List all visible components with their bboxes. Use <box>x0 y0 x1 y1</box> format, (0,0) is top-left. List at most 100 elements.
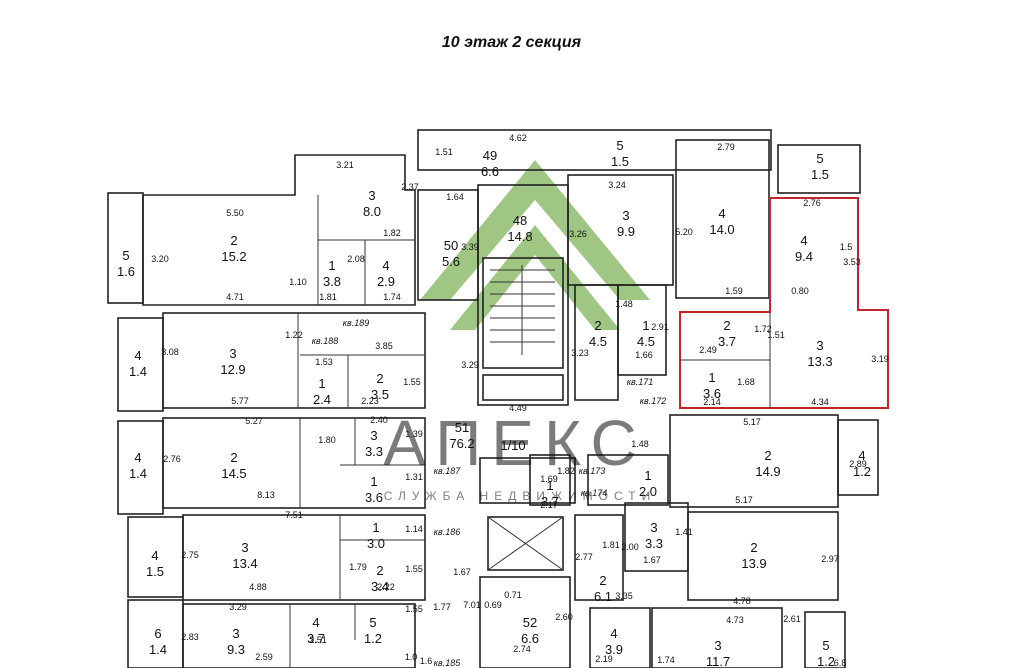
room-area: 6.6 <box>521 631 539 646</box>
dimension-label: 3.21 <box>336 160 354 170</box>
room-number: 5 <box>816 151 823 166</box>
stair-flights-icon <box>490 265 555 355</box>
room-number: 2 <box>376 371 383 386</box>
room-number: 2 <box>764 448 771 463</box>
room-number: 4 <box>134 348 141 363</box>
dimension-label: 1.48 <box>615 299 633 309</box>
room-area: 1.2 <box>817 654 835 668</box>
room-area: 3.7 <box>541 494 559 509</box>
dimension-label: 3.35 <box>615 591 633 601</box>
dimension-label: 2.79 <box>717 142 735 152</box>
dimension-label: 7.01 <box>463 600 481 610</box>
room-area: 3.7 <box>307 631 325 646</box>
room-area: 15.2 <box>221 249 246 264</box>
watermark-name: АПЕКС <box>383 407 646 479</box>
room-number: 2 <box>750 540 757 555</box>
room-number: 1 <box>372 520 379 535</box>
dimension-label: 5.20 <box>675 227 693 237</box>
dimension-label: 2.14 <box>703 397 721 407</box>
dimension-label: 1.39 <box>405 429 423 439</box>
dimension-label: 4.71 <box>226 292 244 302</box>
room-number: 2 <box>230 233 237 248</box>
room-number: 3 <box>229 346 236 361</box>
room-number: 2 <box>599 573 606 588</box>
dimension-label: 2.17 <box>540 500 558 510</box>
dimension-label: 1.48 <box>631 439 649 449</box>
flat-number-label: кв.171 <box>627 377 653 387</box>
dimension-label: 4.88 <box>249 582 267 592</box>
room-number: 1 <box>546 478 553 493</box>
dimension-label: 8.13 <box>257 490 275 500</box>
dimension-label: 5.17 <box>743 417 761 427</box>
dimension-label: 1.66 <box>635 350 653 360</box>
flat-number-label: кв.173 <box>579 466 605 476</box>
dimension-label: 1.51 <box>767 330 785 340</box>
dimension-label: 1.5 <box>840 242 853 252</box>
dimension-label: 3.53 <box>843 257 861 267</box>
room-number: 51 <box>455 420 469 435</box>
room-number: 1 <box>328 258 335 273</box>
room-area: 3.6 <box>703 386 721 401</box>
dimension-label: 7.51 <box>285 510 303 520</box>
flat-number-label: кв.189 <box>343 318 369 328</box>
dimension-label: 3.08 <box>161 347 179 357</box>
dimension-label: 2.89 <box>849 459 867 469</box>
highlighted-apartment <box>679 197 889 409</box>
room-area: 3.6 <box>365 490 383 505</box>
room-area: 1.6 <box>117 264 135 279</box>
dimension-label: 4.78 <box>733 596 751 606</box>
room-number: 1 <box>642 318 649 333</box>
dimension-label: 2.76 <box>803 198 821 208</box>
room-area: 1.5 <box>611 154 629 169</box>
room-number: 3 <box>232 626 239 641</box>
room-area: 1.4 <box>129 466 147 481</box>
room-area: 3.3 <box>365 444 383 459</box>
dimension-label: 4.49 <box>509 403 527 413</box>
flat-number-label: кв.172 <box>640 396 666 406</box>
dimension-label: 3.26 <box>569 229 587 239</box>
dimension-label: 1.69 <box>540 474 558 484</box>
dimension-label: 2.60 <box>555 612 573 622</box>
room-number: 4 <box>610 626 617 641</box>
room-number: 52 <box>523 615 537 630</box>
room-number: 5 <box>822 638 829 653</box>
room-number: 1 <box>644 468 651 483</box>
dimension-label: 2.59 <box>255 652 273 662</box>
plan-labels: 51.6215.238.013.842.9505.6496.64814.839.… <box>117 133 889 668</box>
room-number: 3 <box>714 638 721 653</box>
dimension-label: 1.0 <box>405 652 418 662</box>
dimension-label: 1.55 <box>403 377 421 387</box>
room-area: 14.8 <box>507 229 532 244</box>
room-number: 5 <box>369 615 376 630</box>
dimension-label: 2.91 <box>651 322 669 332</box>
room-area: 11.7 <box>706 654 730 668</box>
room-number: 4 <box>718 206 725 221</box>
dimension-label: 1.6 <box>420 656 433 666</box>
dimension-label: 1.68 <box>737 377 755 387</box>
room-number: 6 <box>154 626 161 641</box>
room-area: 13.3 <box>807 354 832 369</box>
dimension-label: 1.10 <box>289 277 307 287</box>
room-area: 6.6 <box>481 164 499 179</box>
plan-title: 10 этаж 2 секция <box>441 34 582 51</box>
dimension-label: 3.39 <box>461 242 479 252</box>
room-number: 5 <box>616 138 623 153</box>
dimension-label: 4.34 <box>811 397 829 407</box>
dimension-label: 1.41 <box>675 527 693 537</box>
stair-label: 1/10 <box>500 438 525 453</box>
dimension-label: 1.81 <box>319 292 337 302</box>
room-area: 14.0 <box>709 222 734 237</box>
room-number: 3 <box>370 428 377 443</box>
watermark-tagline: СЛУЖБА НЕДВИЖИМОСТИ <box>384 489 656 503</box>
dimension-label: 5.27 <box>245 416 263 426</box>
dimension-label: 1.67 <box>643 555 661 565</box>
room-number: 3 <box>241 540 248 555</box>
dimension-label: 2.74 <box>513 644 531 654</box>
dimension-label: 1.14 <box>405 524 423 534</box>
dimension-label: 3.23 <box>571 348 589 358</box>
room-number: 49 <box>483 148 497 163</box>
dimension-label: 3.29 <box>461 360 479 370</box>
dimension-label: 2.37 <box>401 182 419 192</box>
dimension-label: 1.64 <box>446 192 464 202</box>
